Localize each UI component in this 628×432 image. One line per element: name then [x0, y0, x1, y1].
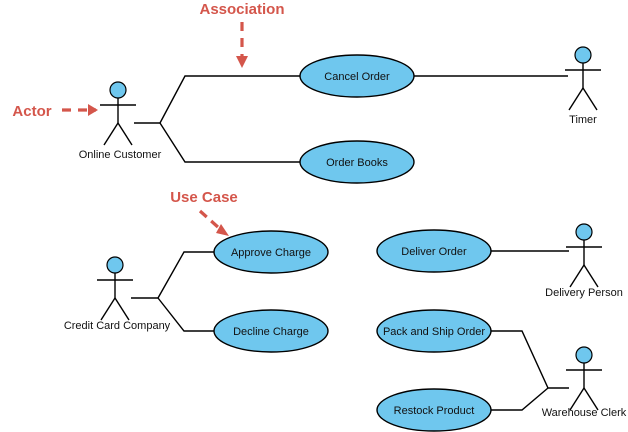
- actor-warehouse-clerk[interactable]: Warehouse Clerk: [542, 346, 627, 419]
- annotation-actor: Actor: [12, 103, 98, 120]
- use-case-label: Order Books: [326, 157, 388, 169]
- actor-leg-right-icon: [582, 87, 598, 111]
- annotation-use-case-arrow-dash: [198, 209, 221, 230]
- actor-label: Credit Card Company: [64, 320, 171, 332]
- actor-label: Timer: [569, 114, 597, 126]
- annotation-association-label: Association: [199, 1, 284, 18]
- use-case-ellipse[interactable]: [376, 309, 492, 353]
- use-case-label: Approve Charge: [231, 247, 311, 259]
- actor-leg-left-icon: [569, 387, 585, 411]
- actor-leg-right-icon: [583, 264, 599, 288]
- actor-online-customer[interactable]: Online Customer: [79, 81, 162, 161]
- use-case-deliver-order[interactable]: Deliver Order: [376, 229, 492, 273]
- use-case-pack-and-ship-order[interactable]: Pack and Ship Order: [376, 309, 492, 353]
- use-case-ellipse[interactable]: [299, 140, 415, 184]
- actor-head-icon: [575, 223, 593, 241]
- annotation-association: Association: [199, 1, 285, 68]
- actor-leg-left-icon: [569, 264, 585, 288]
- actor-head-icon: [106, 256, 124, 274]
- association-warehouse-clerk-pack-and-ship-order[interactable]: [491, 330, 569, 389]
- association-online-customer-order-books[interactable]: [159, 122, 300, 163]
- annotation-association-arrowhead-icon: [236, 56, 248, 68]
- annotation-actor-arrowhead-icon: [88, 104, 98, 116]
- annotation-actor-label: Actor: [12, 103, 51, 120]
- actor-label: Warehouse Clerk: [542, 407, 627, 419]
- use-case-ellipse[interactable]: [213, 230, 329, 274]
- actor-leg-left-icon: [568, 87, 584, 111]
- annotation-use-case: Use Case: [170, 189, 238, 236]
- use-case-label: Decline Charge: [233, 326, 309, 338]
- actor-leg-left-icon: [100, 297, 116, 321]
- use-case-label: Cancel Order: [324, 71, 390, 83]
- use-case-order-books[interactable]: Order Books: [299, 140, 415, 184]
- association-lines: [131, 75, 569, 411]
- use-case-label: Deliver Order: [401, 246, 467, 258]
- use-case-cancel-order[interactable]: Cancel Order: [299, 54, 415, 98]
- association-warehouse-clerk-restock-product[interactable]: [491, 387, 549, 411]
- actor-leg-left-icon: [103, 122, 119, 146]
- use-case-approve-charge[interactable]: Approve Charge: [213, 230, 329, 274]
- actor-label: Delivery Person: [545, 287, 623, 299]
- actor-leg-right-icon: [583, 387, 599, 411]
- actor-delivery-person[interactable]: Delivery Person: [545, 223, 623, 299]
- actor-head-icon: [575, 346, 593, 364]
- use-case-label: Restock Product: [394, 405, 475, 417]
- use-case-ellipse[interactable]: [213, 309, 329, 353]
- actor-timer[interactable]: Timer: [565, 46, 601, 126]
- use-case-decline-charge[interactable]: Decline Charge: [213, 309, 329, 353]
- actors: Online Customer Timer Credit Card Compan…: [64, 46, 627, 419]
- use-case-ellipse[interactable]: [376, 229, 492, 273]
- annotations: Actor Association Use Case: [12, 1, 285, 236]
- use-case-label: Pack and Ship Order: [383, 326, 485, 338]
- annotation-use-case-label: Use Case: [170, 189, 238, 206]
- use-case-ellipse[interactable]: [376, 388, 492, 432]
- association-credit-card-approve-charge[interactable]: [131, 251, 214, 299]
- association-credit-card-decline-charge[interactable]: [157, 297, 214, 332]
- actor-leg-right-icon: [114, 297, 130, 321]
- annotation-use-case-arrowhead-icon: [216, 224, 229, 236]
- use-case-restock-product[interactable]: Restock Product: [376, 388, 492, 432]
- association-online-customer-cancel-order[interactable]: [134, 75, 300, 124]
- actor-label: Online Customer: [79, 149, 162, 161]
- use-case-ellipse[interactable]: [299, 54, 415, 98]
- actor-leg-right-icon: [117, 122, 133, 146]
- actor-head-icon: [109, 81, 127, 99]
- actor-head-icon: [574, 46, 592, 64]
- use-cases: Cancel Order Order Books Approve Charge …: [213, 54, 492, 432]
- actor-credit-card-company[interactable]: Credit Card Company: [64, 256, 171, 332]
